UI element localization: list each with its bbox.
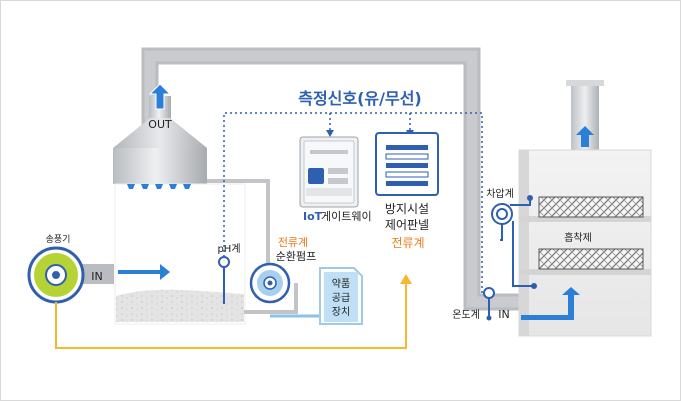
scrubber-tower (113, 96, 246, 325)
blower (27, 246, 85, 304)
ph-meter-label: pH계 (217, 243, 240, 255)
nozzle-icon (141, 184, 149, 189)
adsorbent-label: 흡착제 (564, 231, 592, 244)
temperature-meter-label: 온도계 (452, 309, 480, 321)
chemical-supply-line-1: 약품 (332, 278, 350, 290)
out-label: OUT (148, 118, 172, 131)
spray-nozzles (127, 184, 191, 189)
nozzle-icon (183, 184, 191, 189)
circulation-pump-label: 순환펌프 (276, 250, 316, 263)
iot-brand-label: IoT (303, 210, 323, 223)
arrow-up-icon (400, 274, 412, 284)
chemical-supply-unit (319, 267, 363, 325)
recirculation-pipe (207, 179, 298, 314)
power-line (55, 282, 407, 349)
control-panel (375, 132, 439, 196)
control-panel-label-line-1: 방지시설 (385, 202, 429, 216)
differential-pressure-meter (491, 198, 534, 287)
temperature-meter (483, 287, 495, 321)
in-left-label: IN (91, 270, 102, 283)
arrow-up-icon (148, 83, 172, 110)
nozzle-icon (127, 184, 135, 189)
diagram-title: 측정신호(유/무선) (298, 89, 422, 108)
iot-gateway-label: 게이트웨이 (321, 210, 372, 223)
arrow-down-icon (326, 130, 334, 137)
arrow-right-icon (521, 287, 580, 320)
nozzle-icon (155, 184, 163, 189)
nozzle-icon (169, 184, 177, 189)
in-right-label: IN (498, 308, 509, 321)
iot-gateway-device (299, 136, 359, 208)
chemical-supply-line-3: 장치 (332, 306, 350, 318)
sensor-point (527, 195, 533, 201)
panel-current-meter-label: 전류계 (391, 236, 424, 250)
blower-label: 송풍기 (46, 234, 71, 245)
chemical-supply-line-2: 공급 (332, 292, 350, 304)
inlet-pipe-left (78, 264, 170, 284)
signal-lines (223, 112, 483, 296)
diff-pressure-label: 차압계 (486, 187, 514, 200)
pump-current-meter-label: 전류계 (278, 236, 308, 249)
sensor-point (531, 283, 537, 289)
arrow-up-icon (576, 126, 594, 147)
control-panel-label-line-2: 제어판넬 (385, 218, 429, 232)
adsorption-tower (518, 149, 652, 337)
circulation-pump (249, 262, 291, 304)
